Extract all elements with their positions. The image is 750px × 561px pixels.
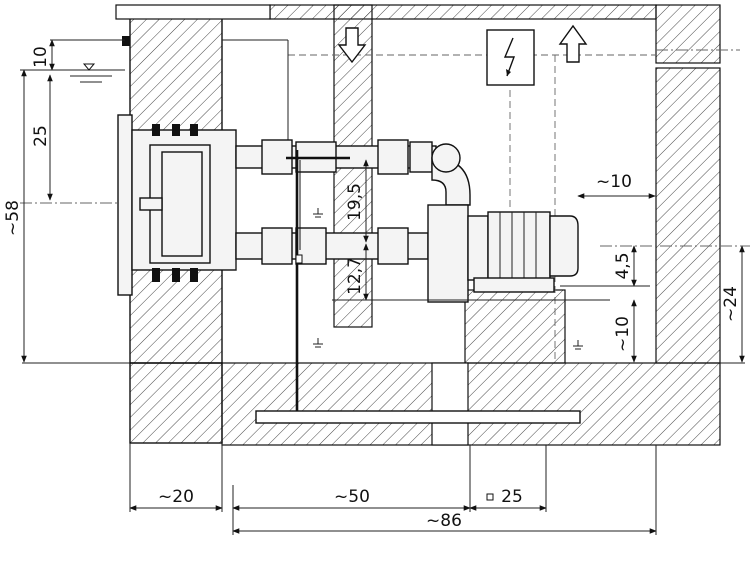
dim-wall-thickness: ~20 [158,487,194,507]
dim-floor-height: ~24 [721,286,741,322]
top-slab-left [115,4,271,20]
dim-nozzle-depth: 25 [31,125,51,147]
dim-total-depth: ~58 [3,200,23,236]
counterflow-nozzle [117,114,237,296]
lightning-icon [486,29,535,86]
water-level-icon [60,36,130,83]
dim-overall-length: ~86 [426,511,462,531]
ground-icon [313,208,583,350]
dim-pipe-spacing: 19,5 [345,183,365,221]
drain-channel [431,362,469,446]
dim-motor-offset: 4,5 [613,252,633,279]
dim-lower-offset: 12,7 [345,257,365,295]
arrow-up-icon [558,24,588,63]
top-slab [269,4,657,20]
dim-base-width: 25 [501,487,523,507]
machine-room-floor [221,362,721,446]
pump-housing [427,204,469,303]
dim-water-depth: 10 [31,46,51,68]
pipework [235,139,471,411]
right-wall-lower [655,67,721,364]
pump-plinth [464,289,566,364]
dim-wall-gap: ~10 [596,172,632,192]
dimension-labels: 10 25 ~58 19,5 12,7 ~10 4,5 ~10 ~24 ~20 … [3,46,741,531]
motor [487,211,551,281]
dim-unit-length: ~50 [334,487,370,507]
nozzle-front-plate [117,114,133,296]
base-plate [255,410,581,424]
right-wall [655,4,721,64]
dim-base-height: ~10 [613,316,633,352]
arrow-down-icon [337,27,367,64]
dimension-lines [20,39,745,535]
pump-motor-unit [427,204,579,303]
pool-floor [129,362,223,444]
